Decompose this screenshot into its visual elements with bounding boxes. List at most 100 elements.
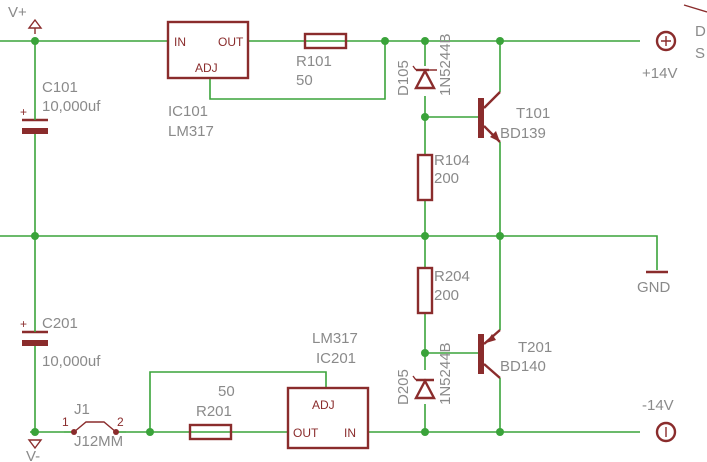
vplus-triangle-icon	[27, 18, 43, 34]
r101-body	[303, 32, 348, 50]
r201-value: 50	[218, 383, 235, 400]
t101-base-bar	[478, 98, 484, 138]
diode-d105[interactable]: D105 1N5244B	[395, 33, 454, 96]
wires	[0, 40, 658, 433]
junction-dot	[496, 37, 504, 45]
junction-dot	[421, 349, 429, 357]
junctions	[31, 37, 504, 436]
d105-triangle-icon	[414, 68, 436, 90]
j1-pin2-dot	[113, 429, 119, 435]
r104-value: 200	[434, 170, 459, 187]
c101-value: 10,000uf	[42, 98, 101, 115]
ic201-pin-adj: ADJ	[312, 398, 335, 412]
vminus-symbol: V-	[26, 439, 43, 462]
r104-name: R104	[434, 152, 470, 169]
c201-value: 10,000uf	[42, 353, 101, 370]
ic101-value: LM317	[168, 123, 214, 140]
junction-dot	[421, 428, 429, 436]
transistor-t201[interactable]: T201 BD140	[478, 329, 552, 379]
ic101-pin-adj: ADJ	[195, 61, 218, 75]
terminal-minus-circle-icon[interactable]	[655, 421, 677, 443]
resistor-r104[interactable]: R104 200	[416, 152, 470, 202]
terminal-plus-circle-icon[interactable]	[655, 30, 677, 52]
ic201-name: IC201	[316, 350, 356, 367]
vminus-label: V-	[26, 448, 40, 462]
junction-dot	[146, 428, 154, 436]
terminal-plus[interactable]: +14V D S	[642, 23, 706, 82]
regulator-ic101[interactable]: IN OUT ADJ IC101 LM317	[166, 20, 250, 140]
capacitor-c101[interactable]: + C101 10,000uf	[20, 79, 101, 140]
d205-zener-tails	[412, 375, 417, 381]
c201-name: C201	[42, 315, 78, 332]
terminal-plus-voltage: +14V	[642, 65, 677, 82]
ic101-pin-out: OUT	[218, 35, 244, 49]
t101-emitter-arrow-icon	[490, 131, 500, 142]
capacitor-c201[interactable]: + C201 10,000uf	[20, 315, 101, 370]
c101-name: C101	[42, 79, 78, 96]
ic201-pin-in: IN	[344, 426, 356, 440]
j1-name: J1	[74, 401, 90, 418]
c201-plate-bottom	[22, 340, 48, 346]
resistor-r201[interactable]: 50 R201	[188, 383, 235, 441]
vplus-label: V+	[8, 4, 27, 21]
d205-value: 1N5244B	[437, 342, 454, 405]
vminus-triangle-icon	[27, 439, 43, 450]
junction-dot	[421, 232, 429, 240]
c201-polarity-plus: +	[20, 317, 27, 331]
j1-pin1-label: 1	[62, 415, 69, 429]
ic201-pin-out: OUT	[293, 426, 319, 440]
r101-name: R101	[296, 53, 332, 70]
t201-emitter-arrow-icon	[486, 334, 496, 343]
wire-ic201-adj	[149, 371, 327, 432]
t101-value: BD139	[500, 125, 546, 142]
t201-name: T201	[518, 339, 552, 356]
d205-name: D205	[395, 369, 412, 405]
j1-pin2-label: 2	[117, 415, 124, 429]
t101-name: T101	[516, 105, 550, 122]
r204-body	[416, 266, 434, 315]
j1-pin1-dot	[71, 429, 77, 435]
junction-dot	[421, 113, 429, 121]
t201-base-bar	[478, 334, 484, 374]
edge-label-s: S	[695, 45, 705, 62]
transistor-t101[interactable]: T101 BD139	[478, 91, 550, 143]
junction-dot	[496, 232, 504, 240]
wire-ic101-adj	[209, 41, 386, 100]
junction-dot	[31, 428, 39, 436]
regulator-ic201[interactable]: ADJ OUT IN LM317 IC201	[286, 330, 370, 450]
ic101-name: IC101	[168, 103, 208, 120]
vplus-symbol: V+	[8, 4, 43, 34]
ic101-pin-in: IN	[174, 35, 186, 49]
terminal-minus[interactable]: -14V	[642, 397, 677, 443]
terminal-minus-voltage: -14V	[642, 397, 674, 414]
gnd-label: GND	[637, 279, 671, 296]
resistor-r204[interactable]: R204 200	[416, 266, 470, 315]
r204-name: R204	[434, 268, 470, 285]
j1-bridge-icon	[73, 421, 117, 433]
r204-value: 200	[434, 287, 459, 304]
c101-polarity-plus: +	[20, 105, 27, 119]
ic201-body	[286, 386, 370, 450]
t201-value: BD140	[500, 358, 546, 375]
j1-value: J12MM	[74, 433, 123, 450]
d105-zener-tails	[412, 65, 437, 71]
d105-name: D105	[395, 60, 412, 96]
junction-dot	[496, 428, 504, 436]
gnd-symbol: GND	[637, 270, 671, 296]
r101-value: 50	[296, 72, 313, 89]
wire-gnd-rail	[0, 235, 658, 270]
junction-dot	[31, 232, 39, 240]
ic101-body	[166, 20, 250, 80]
junction-dot	[381, 37, 389, 45]
junction-dot	[31, 37, 39, 45]
c101-plate-bottom	[22, 128, 48, 134]
d105-value: 1N5244B	[437, 33, 454, 96]
r201-body	[188, 423, 233, 441]
terminal-plus-sign-icon	[661, 36, 671, 46]
junction-dot	[421, 37, 429, 45]
t101-legs	[483, 91, 501, 143]
diode-d205[interactable]: D205 1N5244B	[395, 342, 454, 405]
jumper-j1[interactable]: 1 2 J1 J12MM	[62, 401, 126, 450]
resistor-r101[interactable]: R101 50	[296, 32, 348, 89]
